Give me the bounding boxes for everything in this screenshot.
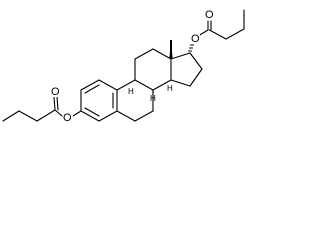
ring-c xyxy=(134,48,172,91)
ester-oxygen-top: O xyxy=(191,32,200,45)
h9-label: H xyxy=(128,87,134,96)
h14-label: H xyxy=(167,84,173,93)
carbonyl-oxygen-bottom: O xyxy=(51,85,61,98)
methyl-wedge-bond-taper xyxy=(169,40,173,59)
carbonyl-oxygen-top: O xyxy=(205,8,214,21)
ring-a-aromatic xyxy=(80,79,118,122)
svg-text:O: O xyxy=(63,112,72,124)
svg-text:O: O xyxy=(51,86,60,98)
svg-text:O: O xyxy=(205,9,214,21)
ring-d xyxy=(170,52,203,87)
top-butanoate-chain xyxy=(197,9,245,40)
h8-label: H xyxy=(150,94,156,103)
bottom-butanoate-chain xyxy=(2,96,82,122)
chemical-structure-diagram: O O O O H H H xyxy=(2,8,245,124)
ring-b xyxy=(116,79,154,122)
svg-text:O: O xyxy=(191,33,200,45)
ester-oxygen-bottom: O xyxy=(63,111,73,124)
